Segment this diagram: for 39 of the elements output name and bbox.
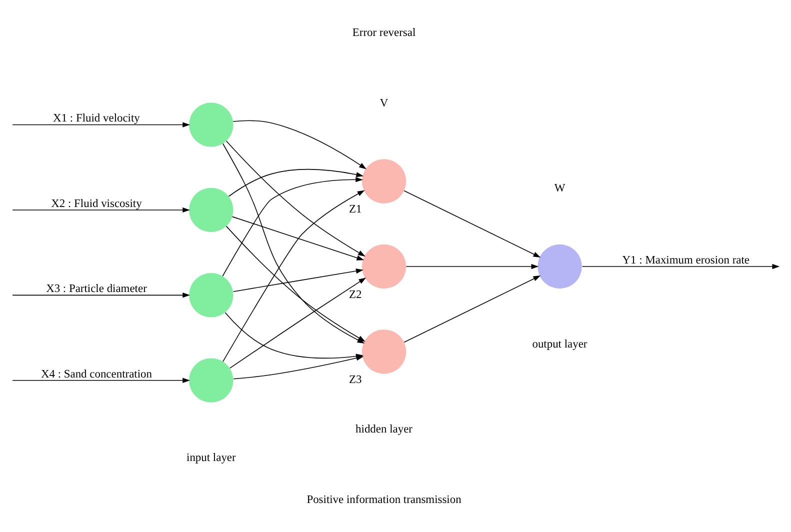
edge-label: X1 : Fluid velocity xyxy=(53,112,140,124)
edge-label: Y1 : Maximum erosion rate xyxy=(622,254,750,266)
arrow xyxy=(228,168,364,196)
arrow xyxy=(582,263,780,269)
label: hidden layer xyxy=(356,423,412,436)
node-circle xyxy=(538,244,582,288)
arrow xyxy=(406,263,539,269)
node-circle xyxy=(362,158,406,203)
node-label: Z3 xyxy=(348,373,362,386)
edge-label: X4 : Sand concentration xyxy=(40,368,152,380)
label: Positive information transmission xyxy=(306,494,462,506)
node-label: Z2 xyxy=(348,288,362,300)
node-circle xyxy=(189,358,234,402)
arrow xyxy=(226,225,366,342)
arrow xyxy=(12,377,190,382)
arrow xyxy=(404,190,541,258)
node-circle xyxy=(189,187,234,232)
edge-label: X2 : Fluid viscosity xyxy=(51,197,142,210)
node-circle xyxy=(362,329,406,374)
node-circle xyxy=(189,102,234,146)
label: input layer xyxy=(186,452,236,464)
arrow xyxy=(404,274,541,342)
node-label: Z1 xyxy=(348,203,362,216)
label: W xyxy=(554,182,566,194)
arrow xyxy=(232,216,364,260)
arrow xyxy=(226,140,366,256)
node-circle xyxy=(189,272,234,317)
arrow xyxy=(12,206,190,212)
edge-label: X3 : Particle diameter xyxy=(46,282,147,295)
arrow xyxy=(12,122,190,127)
arrow xyxy=(233,355,364,379)
arrow xyxy=(222,176,363,276)
label: Error reversal xyxy=(352,26,416,39)
node-circle xyxy=(362,244,406,288)
label: output layer xyxy=(532,338,588,350)
label: V xyxy=(380,97,388,110)
arrow xyxy=(12,292,190,298)
arrow xyxy=(232,120,366,169)
arrow xyxy=(232,268,364,292)
